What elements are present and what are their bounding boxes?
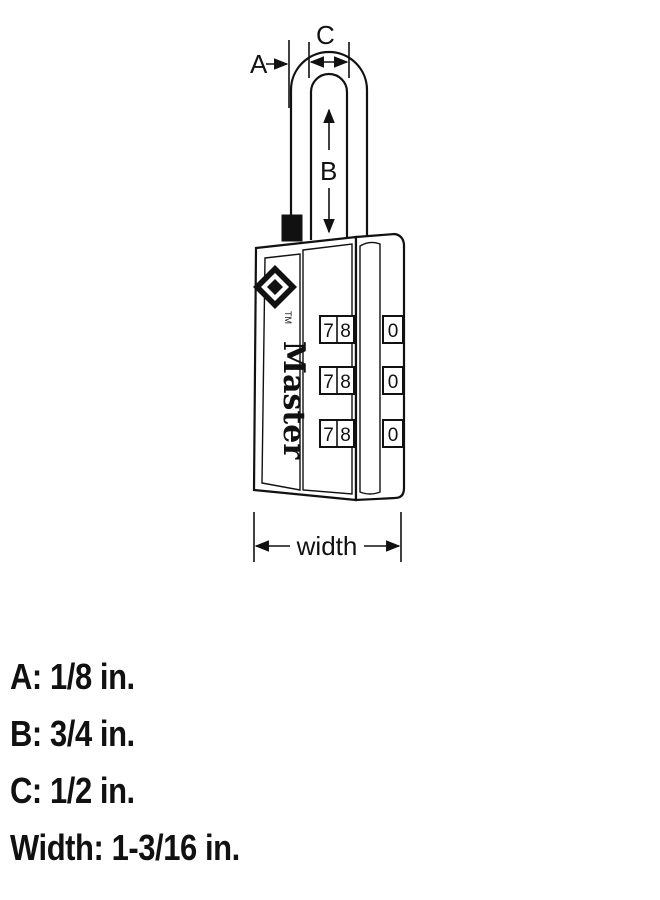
dimension-width-label: width — [296, 531, 358, 561]
dial-digit: 8 — [340, 425, 351, 446]
dimension-width — [253, 512, 402, 562]
dial-row: 7 8 0 — [319, 366, 404, 395]
dimension-a — [266, 40, 290, 108]
dimension-c — [308, 42, 350, 78]
trademark-mark: TM — [283, 311, 293, 324]
brand-logo — [253, 265, 297, 309]
dial-digit: 0 — [388, 321, 399, 342]
padlock-dimension-diagram: Master TM 7 8 0 7 8 0 7 8 0 A C — [250, 20, 406, 562]
brand-text: Master — [276, 341, 311, 460]
dimension-specs: A: 1/8 in. B: 3/4 in. C: 1/2 in. Width: … — [10, 648, 650, 876]
dial-digit: 7 — [323, 321, 334, 342]
dial-row: 7 8 0 — [319, 419, 404, 448]
dial-digit: 0 — [388, 425, 399, 446]
dimension-a-label: A — [250, 49, 268, 79]
dial-row: 7 8 0 — [319, 315, 404, 344]
dial-digit: 8 — [340, 372, 351, 393]
release-button — [281, 214, 303, 242]
spec-c: C: 1/2 in. — [10, 770, 135, 811]
dimension-c-label: C — [316, 20, 335, 50]
dial-digit: 0 — [388, 372, 399, 393]
dimension-b-label: B — [320, 156, 337, 186]
spec-width: Width: 1-3/16 in. — [10, 827, 240, 868]
dial-digit: 7 — [323, 372, 334, 393]
spec-a: A: 1/8 in. — [10, 656, 135, 697]
dial-digit: 8 — [340, 321, 351, 342]
shackle — [289, 50, 369, 240]
spec-b: B: 3/4 in. — [10, 713, 135, 754]
dial-digit: 7 — [323, 425, 334, 446]
